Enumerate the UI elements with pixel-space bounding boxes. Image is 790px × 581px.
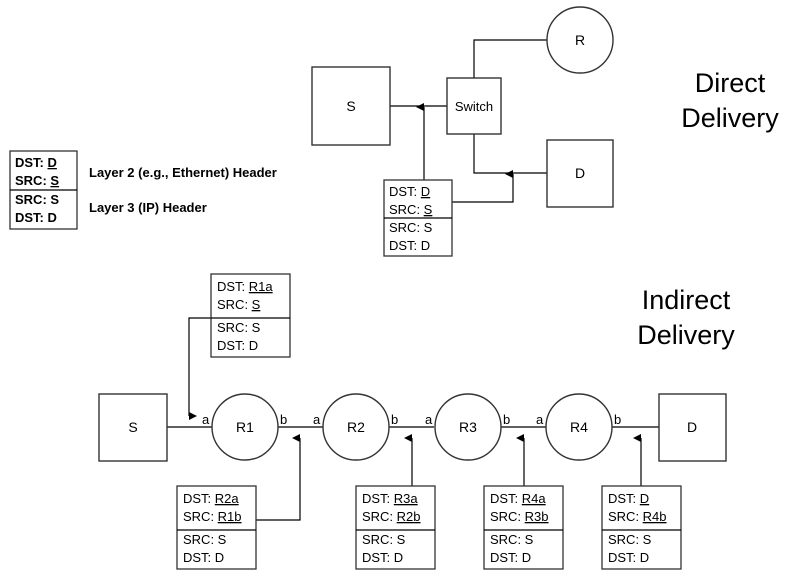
packet-hop-3: DST: R3a SRC: R2b SRC: S DST: D (355, 485, 436, 570)
packet-l3-src: SRC: S (183, 532, 227, 547)
port-r2-b: b (391, 412, 398, 427)
link-switch-destination (473, 134, 547, 174)
packet-l2-src: SRC: R4b (608, 509, 667, 524)
node-r3-label: R3 (459, 419, 477, 435)
packet-l2-dst: DST: R3a (362, 491, 418, 506)
direct-packet: DST: D SRC: S SRC: S DST: D (383, 179, 453, 257)
packet-l2-src: SRC: R3b (490, 509, 549, 524)
packet-l3-dst: DST: D (389, 238, 430, 253)
packet-box (601, 485, 682, 570)
node-switch-label: Switch (455, 99, 493, 114)
packet-hop-4: DST: R4a SRC: R3b SRC: S DST: D (483, 485, 564, 570)
packet-box (483, 485, 564, 570)
legend-layer2-description: Layer 2 (e.g., Ethernet) Header (89, 165, 277, 180)
packet-l2-src: SRC: S (389, 202, 433, 217)
packet-box (176, 485, 257, 570)
packet-l2-src: SRC: R2b (362, 509, 421, 524)
node-source-label: S (346, 98, 355, 114)
node-source-s (98, 393, 168, 462)
packet-box (210, 273, 291, 358)
packet-l3-src: SRC: S (389, 220, 433, 235)
packet-l3-dst: DST: D (362, 550, 403, 565)
node-router-r4 (545, 393, 613, 461)
indirect-delivery: Indirect Delivery S R1 R2 R3 R4 D a b a … (98, 273, 735, 570)
packet-box (355, 485, 436, 570)
node-source-s (311, 66, 391, 146)
packet-l3-src: SRC: S (490, 532, 534, 547)
packet-l3-src: SRC: S (362, 532, 406, 547)
packet-l2-dst: DST: D (608, 491, 649, 506)
legend-l2-dst: DST: D (15, 155, 57, 170)
direct-packet-arrow-2 (452, 170, 514, 203)
packet-l3-dst: DST: D (608, 550, 649, 565)
packet-l2-dst: DST: R2a (183, 491, 239, 506)
packet-l2-src: SRC: R1b (183, 509, 242, 524)
legend-l3-src: SRC: S (15, 192, 59, 207)
node-r4-label: R4 (570, 419, 588, 435)
link-switch-router (473, 39, 547, 78)
node-router-r (546, 6, 614, 74)
legend-l2-src: SRC: S (15, 173, 59, 188)
packet-l3-dst: DST: D (490, 550, 531, 565)
packet-l2-dst: DST: D (389, 184, 430, 199)
packet-hop-1: DST: R1a SRC: S SRC: S DST: D (210, 273, 291, 358)
packet-l3-src: SRC: S (608, 532, 652, 547)
indirect-title-line1: Indirect (642, 285, 731, 315)
port-r1-b: b (280, 412, 287, 427)
node-destination-label: D (687, 419, 697, 435)
direct-title-line1: Direct (695, 68, 766, 98)
packet-arrow-r1-r2 (250, 434, 301, 521)
legend-layer3-description: Layer 3 (IP) Header (89, 200, 207, 215)
packet-l3-dst: DST: D (217, 338, 258, 353)
node-r2-label: R2 (347, 419, 365, 435)
packet-l2-src: SRC: S (217, 297, 261, 312)
packet-l3-dst: DST: D (183, 550, 224, 565)
packet-hop-2: DST: R2a SRC: R1b SRC: S DST: D (176, 485, 257, 570)
node-switch (446, 77, 502, 135)
packet-hop-5: DST: D SRC: R4b SRC: S DST: D (601, 485, 682, 570)
direct-title-line2: Delivery (681, 103, 779, 133)
packet-l2-dst: DST: R4a (490, 491, 546, 506)
packet-l2-dst: DST: R1a (217, 279, 273, 294)
node-destination-label: D (575, 165, 585, 181)
indirect-title-line2: Delivery (637, 320, 735, 350)
node-router-r1 (211, 393, 279, 461)
packet-l3-src: SRC: S (217, 320, 261, 335)
node-r1-label: R1 (236, 419, 254, 435)
node-source-label: S (128, 419, 137, 435)
node-router-r2 (322, 393, 390, 461)
port-r2-a: a (313, 412, 321, 427)
port-r3-a: a (425, 412, 433, 427)
node-destination-d (658, 393, 727, 462)
packet-arrow-s-r1 (188, 317, 211, 420)
port-r4-a: a (536, 412, 544, 427)
node-router-r3 (434, 393, 502, 461)
node-destination-d (546, 139, 614, 208)
node-router-label: R (575, 32, 585, 48)
port-r3-b: b (503, 412, 510, 427)
legend: DST: D SRC: S SRC: S DST: D Layer 2 (e.g… (9, 150, 277, 230)
legend-l3-dst: DST: D (15, 210, 57, 225)
direct-delivery: S Switch R D DST: D SRC: S SRC: S DST: D… (311, 6, 779, 257)
port-r4-b: b (614, 412, 621, 427)
port-r1-a: a (202, 412, 210, 427)
